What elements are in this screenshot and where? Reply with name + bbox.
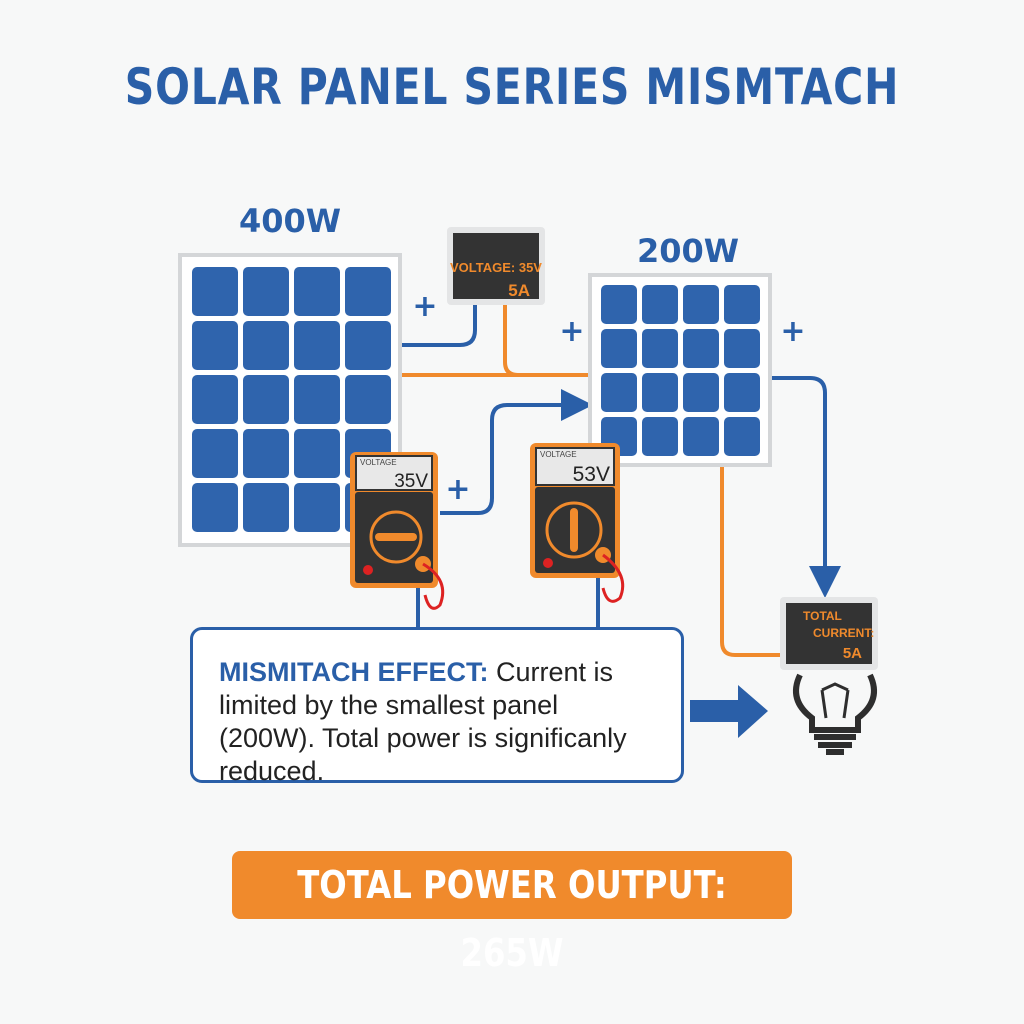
light-bulb-icon: [793, 673, 877, 755]
solar-cell: [294, 375, 340, 424]
page-title: SOLAR PANEL SERIES MISMTACH: [124, 58, 900, 116]
solar-cell: [345, 375, 391, 424]
dial-knob: [570, 508, 578, 552]
solar-cell: [724, 329, 760, 368]
solar-cell: [294, 483, 340, 532]
wire-blue-meter1-to-200w: [440, 389, 593, 515]
arrow-right-icon: [690, 685, 768, 738]
probe-lead: [422, 562, 445, 610]
solar-cell: [642, 285, 678, 324]
solar-cell: [642, 373, 678, 412]
total-power-banner: TOTAL POWER OUTPUT: 265W: [232, 851, 792, 975]
current-display-line2: CURRENT:: [813, 626, 874, 640]
solar-cell: [724, 373, 760, 412]
voltage-display: VOLTAGE: 35V 5A: [447, 227, 545, 305]
solar-cell: [243, 483, 289, 532]
current-display-line1: TOTAL: [803, 609, 842, 623]
multimeter-2-reading: 53V: [573, 463, 610, 486]
solar-cell: [243, 429, 289, 478]
plus-symbol: +: [780, 314, 805, 349]
current-display: TOTAL CURRENT: 5A: [780, 597, 878, 670]
voltage-display-line2: 5A: [508, 281, 530, 300]
solar-cell: [683, 329, 719, 368]
solar-cell: [345, 267, 391, 316]
total-power-text: TOTAL POWER OUTPUT: 265W: [297, 863, 727, 975]
solar-cell: [724, 285, 760, 324]
solar-cell: [642, 329, 678, 368]
solar-cell: [601, 285, 637, 324]
solar-cell: [243, 267, 289, 316]
solar-cell: [192, 375, 238, 424]
effect-heading: MISMITACH EFFECT:: [219, 657, 489, 687]
plus-symbol: +: [445, 472, 470, 507]
solar-cell: [724, 417, 760, 456]
wire-blue-200w-to-load: [770, 376, 841, 598]
red-jack: [543, 558, 553, 568]
multimeter-1: VOLTAGE 35V: [350, 452, 445, 610]
multimeter-2-label: VOLTAGE: [540, 450, 577, 459]
solar-cell: [243, 321, 289, 370]
current-display-line3: 5A: [843, 645, 862, 662]
voltage-display-line1: VOLTAGE: 35V: [450, 260, 542, 275]
red-jack: [363, 565, 373, 575]
solar-panel-400w: [178, 253, 402, 547]
solar-cell: [601, 329, 637, 368]
solar-cell: [192, 267, 238, 316]
mismatch-effect-box: MISMITACH EFFECT: Current is limited by …: [190, 627, 684, 786]
solar-panel-200w: [588, 273, 772, 467]
plus-symbol: +: [412, 289, 437, 324]
solar-cell: [683, 373, 719, 412]
wire-orange-display: [503, 305, 519, 377]
solar-cell: [642, 417, 678, 456]
solar-cell: [243, 375, 289, 424]
panel-400w-label: 400W: [239, 202, 341, 240]
multimeter-1-label: VOLTAGE: [360, 458, 397, 467]
panel-200w-label: 200W: [637, 232, 739, 270]
solar-cell: [294, 429, 340, 478]
solar-cell: [192, 483, 238, 532]
solar-cell: [294, 267, 340, 316]
plus-symbol: +: [559, 314, 584, 349]
wire-orange-200w-to-load: [720, 465, 780, 657]
solar-cell: [192, 429, 238, 478]
effect-text: Current is limited by the smallest panel…: [219, 657, 627, 786]
solar-cell: [683, 417, 719, 456]
probe-lead: [601, 553, 625, 603]
solar-cell: [345, 321, 391, 370]
solar-cell: [294, 321, 340, 370]
dial-knob: [375, 533, 417, 541]
multimeter-2: VOLTAGE 53V: [530, 443, 625, 603]
wire-blue-400-to-display: [400, 305, 477, 347]
solar-cell: [601, 373, 637, 412]
solar-cell: [683, 285, 719, 324]
wires: [400, 305, 841, 657]
multimeter-1-reading: 35V: [394, 471, 428, 492]
solar-cell: [192, 321, 238, 370]
